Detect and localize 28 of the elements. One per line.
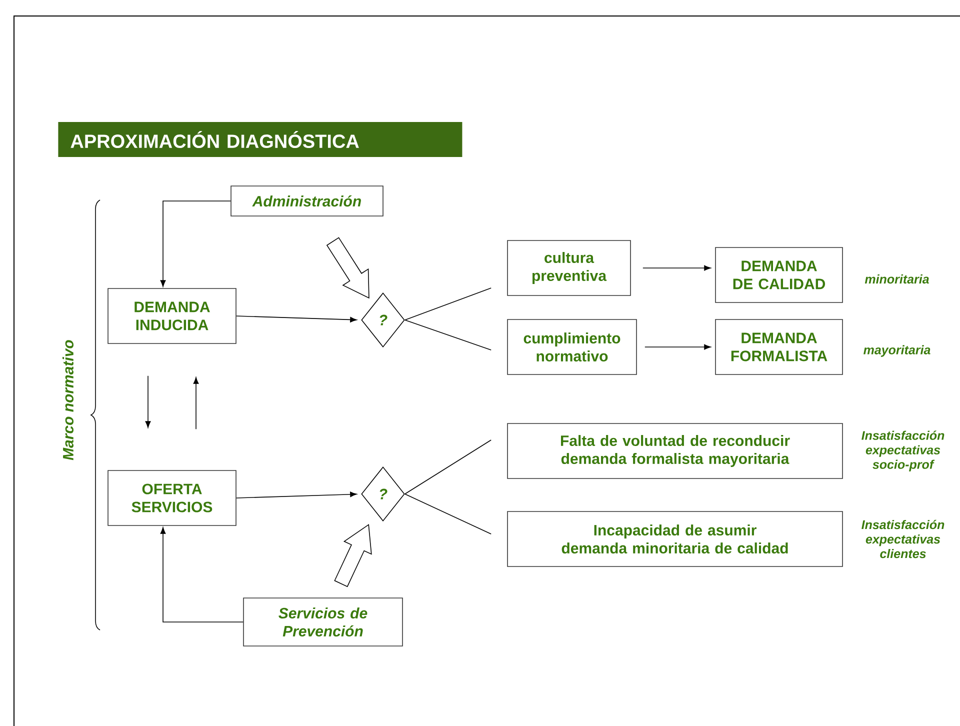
- connector-line: [404, 320, 492, 350]
- arrow: [145, 376, 151, 428]
- arrow: [160, 200, 231, 287]
- arrow: [160, 527, 244, 622]
- process-box: cumplimiento normativo: [507, 319, 637, 375]
- side-note: Insatisfacción expectativas socio-prof: [862, 430, 944, 472]
- process-box: Falta de voluntad de reconducir demanda formalista mayoritaria: [507, 423, 843, 479]
- process-box: Incapacidad de asumir demanda minoritaria de calidad: [507, 511, 843, 567]
- process-box: DEMANDA DE CALIDAD: [715, 247, 843, 303]
- process-box: DEMANDA INDUCIDA: [108, 288, 236, 344]
- arrow: [236, 492, 357, 498]
- process-box: cultura preventiva: [507, 240, 631, 296]
- side-label: Marco normativo: [62, 340, 74, 460]
- connector-line: [404, 440, 492, 494]
- side-note: mayoritaria: [864, 345, 930, 357]
- source-box: Servicios de Prevención: [243, 598, 403, 646]
- title-banner: APROXIMACIÓN DIAGNÓSTICA: [58, 122, 462, 157]
- arrow: [193, 377, 199, 430]
- process-box: DEMANDA FORMALISTA: [715, 319, 843, 375]
- side-note: minoritaria: [864, 274, 929, 284]
- arrow: [644, 344, 711, 350]
- arrow: [236, 316, 357, 322]
- side-note: Insatisfacción expectativas clientes: [862, 520, 944, 558]
- connector-line: [404, 288, 492, 320]
- connector-line: [404, 494, 492, 534]
- source-box: Administración: [230, 186, 384, 216]
- arrow: [642, 265, 711, 271]
- process-box: OFERTA SERVICIOS: [108, 470, 236, 526]
